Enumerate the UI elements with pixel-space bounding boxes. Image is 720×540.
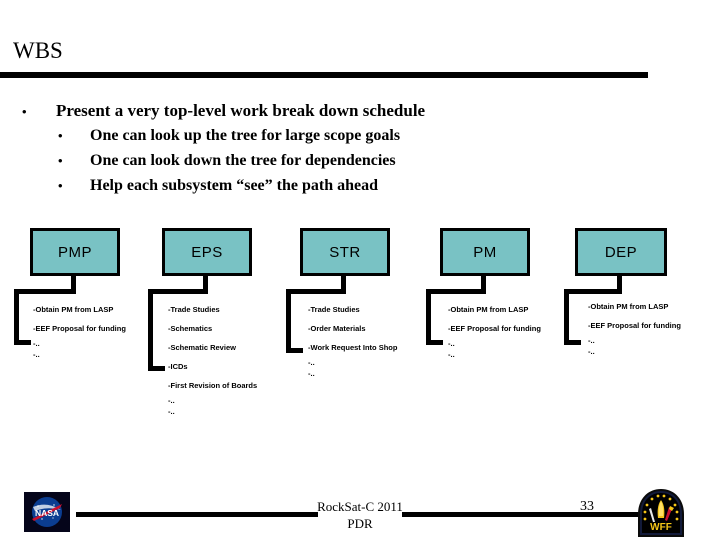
wbs-task-list-dep: -Obtain PM from LASP -EEF Proposal for f…	[588, 297, 681, 357]
bullet-marker-icon: •	[22, 104, 27, 119]
connector-spine-str	[286, 289, 291, 353]
wbs-task: -Trade Studies	[168, 305, 220, 314]
bullet-text: Help each subsystem “see” the path ahead	[90, 177, 379, 194]
wbs-task: -Order Materials	[308, 324, 366, 333]
wbs-box-label: DEP	[604, 243, 638, 261]
wbs-task: -..	[448, 339, 455, 348]
connector-elbow-str	[286, 289, 346, 294]
bullet-item-2: • One can look up the tree for large sco…	[0, 123, 660, 148]
bullet-marker-icon: •	[58, 178, 63, 193]
footer-center: RockSat-C 2011 PDR	[278, 498, 442, 532]
connector-elbow-eps	[148, 289, 208, 294]
wbs-task: -..	[168, 396, 175, 405]
connector-elbow-pmp	[14, 289, 76, 294]
wbs-task-list-eps: -Trade Studies -Schematics -Schematic Re…	[168, 300, 257, 417]
wbs-task: -Obtain PM from LASP	[588, 302, 669, 311]
footer-divider-left	[76, 512, 318, 517]
connector-terminal-pm	[426, 340, 443, 345]
nasa-logo-text: NASA	[35, 508, 59, 518]
bullet-item-3: • One can look down the tree for depende…	[0, 148, 660, 173]
bullet-item-1: • Present a very top-level work break do…	[0, 98, 660, 123]
bullet-list: • Present a very top-level work break do…	[0, 98, 660, 198]
bullet-text: Present a very top-level work break down…	[56, 101, 426, 120]
wbs-task: -..	[33, 350, 40, 359]
connector-spine-pmp	[14, 289, 19, 345]
wbs-box-eps[interactable]: EPS	[162, 228, 252, 276]
wbs-box-label: EPS	[191, 243, 223, 261]
footer-project: RockSat-C 2011	[317, 499, 403, 514]
wbs-task: -Schematics	[168, 324, 213, 333]
wbs-box-dep[interactable]: DEP	[575, 228, 667, 276]
connector-stem-dep	[617, 276, 622, 293]
connector-elbow-pm	[426, 289, 486, 294]
wbs-task: -..	[588, 336, 595, 345]
connector-terminal-eps	[148, 366, 165, 371]
bullet-marker-icon: •	[58, 128, 63, 143]
bullet-item-4: • Help each subsystem “see” the path ahe…	[0, 173, 660, 198]
wbs-task: -..	[588, 347, 595, 356]
connector-terminal-dep	[564, 340, 581, 345]
wbs-task: -Trade Studies	[308, 305, 360, 314]
bullet-text: One can look down the tree for dependenc…	[90, 152, 396, 169]
wbs-task: -..	[33, 339, 40, 348]
connector-stem-pmp	[71, 276, 76, 293]
wbs-task: -ICDs	[168, 362, 188, 371]
connector-spine-dep	[564, 289, 569, 345]
bullet-marker-icon: •	[58, 153, 63, 168]
connector-terminal-pmp	[14, 340, 31, 345]
connector-terminal-str	[286, 348, 303, 353]
wbs-task: -EEF Proposal for funding	[448, 324, 541, 333]
wbs-task-list-pm: -Obtain PM from LASP -EEF Proposal for f…	[448, 300, 541, 360]
connector-stem-pm	[481, 276, 486, 293]
wbs-box-pmp[interactable]: PMP	[30, 228, 120, 276]
wbs-task: -Obtain PM from LASP	[33, 305, 114, 314]
connector-spine-eps	[148, 289, 153, 371]
connector-stem-eps	[203, 276, 208, 293]
page-number: 33	[580, 499, 594, 514]
connector-elbow-dep	[564, 289, 622, 294]
wbs-task: -EEF Proposal for funding	[33, 324, 126, 333]
wbs-box-label: STR	[329, 243, 361, 261]
wbs-task: -Work Request Into Shop	[308, 343, 398, 352]
connector-stem-str	[341, 276, 346, 293]
title-divider	[0, 72, 648, 78]
wbs-task: -First Revision of Boards	[168, 381, 258, 390]
wbs-task: -..	[308, 358, 315, 367]
connector-spine-pm	[426, 289, 431, 345]
wbs-box-str[interactable]: STR	[300, 228, 390, 276]
nasa-logo: NASA	[24, 492, 70, 532]
footer-review: PDR	[347, 516, 373, 531]
wbs-task: -..	[448, 350, 455, 359]
wbs-task-list-str: -Trade Studies -Order Materials -Work Re…	[308, 300, 397, 379]
bullet-text: One can look up the tree for large scope…	[90, 127, 401, 144]
wbs-task: -Schematic Review	[168, 343, 236, 352]
wbs-task: -..	[308, 369, 315, 378]
wff-logo: WFF	[634, 488, 688, 540]
wbs-task: -EEF Proposal for funding	[588, 321, 681, 330]
wbs-task: -Obtain PM from LASP	[448, 305, 529, 314]
wbs-box-pm[interactable]: PM	[440, 228, 530, 276]
wbs-box-label: PMP	[57, 243, 92, 261]
wbs-task: -..	[168, 407, 175, 416]
wbs-box-label: PM	[473, 243, 497, 261]
wff-logo-text: WFF	[650, 522, 672, 533]
wbs-task-list-pmp: -Obtain PM from LASP -EEF Proposal for f…	[33, 300, 126, 360]
footer-divider-right	[402, 512, 642, 517]
page-title: WBS	[13, 38, 63, 63]
